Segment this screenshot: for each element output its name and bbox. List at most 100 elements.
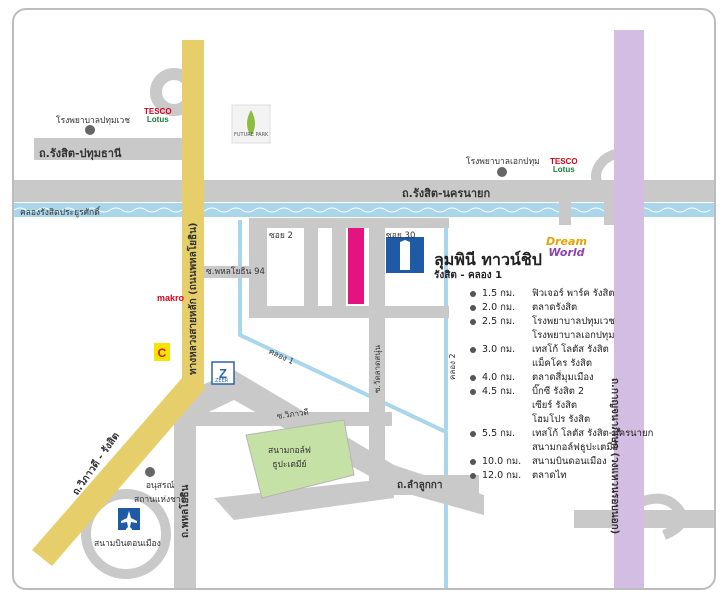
soi-2-label: ซอย 2	[269, 231, 293, 241]
monument-label: อนุสรณ์ สถานแห่งชาติ	[134, 481, 187, 505]
project-subtitle: รังสิต - คลอง 1	[434, 270, 503, 281]
distance-row: 3.0 กม. เทสโก้ โลตัส รังสิตแม็คโคร รังสิต	[470, 343, 653, 371]
canal-waves	[14, 207, 711, 213]
distance-places: เทสโก้ โลตัส รังสิตแม็คโคร รังสิต	[532, 343, 609, 371]
distance-value: 2.5 กม.	[482, 316, 516, 327]
kanchanaphisek-ring-road	[614, 30, 644, 588]
distance-place-name: ตลาดสี่มุมเมือง	[532, 372, 594, 383]
distance-place-name: โรงพยาบาลปทุมเวช	[532, 316, 615, 327]
project-logo-tower-icon	[400, 240, 410, 270]
distance-places: ฟิวเจอร์ พาร์ค รังสิต	[532, 287, 615, 301]
dream-world-logo: Dream World	[546, 236, 587, 258]
distance-place-name: โรงพยาบาลเอกปทุม	[532, 330, 615, 341]
dream-world-text-1: Dream	[546, 235, 587, 248]
bullet-icon	[470, 375, 476, 381]
distance-places: บิ๊กซี รังสิต 2 เซียร์ รังสิตโฮมโปร รังสิ…	[532, 385, 590, 427]
soi-phahon-94-road	[200, 266, 260, 278]
khlong-rangsit-label: คลองรังสิตประยูรศักดิ์	[20, 208, 100, 218]
rangsit-pathum-road	[34, 138, 199, 160]
distance-place-name: เทสโก้ โลตัส รังสิต-นครนายก	[532, 428, 654, 439]
distance-row: 1.5 กม. ฟิวเจอร์ พาร์ค รังสิต	[470, 287, 653, 301]
map-canvas: Z C	[14, 30, 714, 588]
soi-top-connector-2	[332, 218, 346, 306]
distance-places: สนามบินดอนเมือง	[532, 455, 607, 469]
distance-place-name: สนามกอล์ฟธูปะเตมีย์	[532, 442, 619, 453]
khlong-2-label: คลอง 2	[448, 353, 457, 380]
bullet-icon	[470, 389, 476, 395]
distance-value: 5.5 กม.	[482, 428, 516, 439]
hospital-pathumwet-label: โรงพยาบาลปทุมเวช	[56, 116, 131, 126]
distance-row: 12.0 กม. ตลาดไท	[470, 469, 653, 483]
distance-value: 3.0 กม.	[482, 344, 516, 355]
map-frame: Z C ถ.รังสิต-ปทุมธานี ถ.รังสิต-นครนายก ค…	[12, 8, 716, 590]
rangsit-nakhon-nayok-label: ถ.รังสิต-นครนายก	[402, 187, 491, 200]
distance-row: 5.5 กม. เทสโก้ โลตัส รังสิต-นครนายกสนามกอ…	[470, 427, 653, 455]
distance-row: 4.5 กม. บิ๊กซี รังสิต 2 เซียร์ รังสิตโฮมโป…	[470, 385, 653, 427]
monument-marker	[145, 467, 155, 477]
bullet-icon	[470, 473, 476, 479]
golf-course-area	[245, 419, 355, 499]
distance-row: 10.0 กม. สนามบินดอนเมือง	[470, 455, 653, 469]
distance-places: ตลาดรังสิต	[532, 301, 577, 315]
zeer-label: ZEER	[215, 378, 229, 384]
airport-label: สนามบินดอนเมือง	[94, 539, 161, 549]
tesco-text-west: TESCO	[144, 107, 172, 116]
distance-place-name: เซียร์ รังสิต	[532, 400, 578, 411]
bullet-icon	[470, 319, 476, 325]
distance-value: 2.0 กม.	[482, 302, 516, 313]
distance-place-name: โฮมโปร รังสิต	[532, 414, 591, 425]
bullet-icon	[470, 347, 476, 353]
hospital-ekpathum-marker	[497, 167, 507, 177]
lam-luk-ka-label: ถ.ลำลูกกา	[397, 480, 443, 491]
distance-value: 10.0 กม.	[482, 456, 522, 467]
phahonyothin-highway	[32, 40, 204, 566]
distance-value: 4.0 กม.	[482, 372, 516, 383]
lotus-text-east: Lotus	[552, 165, 575, 174]
distance-places: ตลาดสี่มุมเมือง	[532, 371, 594, 385]
distance-place-name: ตลาดไท	[532, 470, 567, 481]
lam-luk-ka-connector	[214, 478, 394, 520]
lotus-text-west: Lotus	[146, 115, 169, 124]
distance-place-name: ฟิวเจอร์ พาร์ค รังสิต	[532, 288, 615, 299]
hospital-pathumwet-marker	[85, 125, 95, 135]
distance-place-name: ตลาดรังสิต	[532, 302, 578, 313]
golf-course-label: สนามกอล์ฟ ธูปะเตมีย์	[268, 446, 311, 470]
project-lot	[348, 228, 364, 304]
soi-extra-2	[604, 200, 616, 225]
svg-text:Z: Z	[219, 366, 227, 381]
phahonyothin-road	[174, 390, 196, 588]
soi-30-label: ซอย 30	[386, 231, 416, 241]
bullet-icon	[470, 431, 476, 437]
hospital-ekpathum-label: โรงพยาบาลเอกปทุม	[466, 157, 540, 167]
soi-phahon-94-label: ซ.พหลโยธิน 94	[206, 267, 265, 277]
distance-place-name: สนามบินดอนเมือง	[532, 456, 607, 467]
makro-logo: makro	[157, 293, 185, 303]
future-park-label: FUTURE PARK	[234, 132, 269, 138]
distance-value: 4.5 กม.	[482, 386, 516, 397]
roundabout-airport	[81, 489, 171, 579]
distance-row: 4.0 กม. ตลาดสี่มุมเมือง	[470, 371, 653, 385]
bullet-icon	[470, 291, 476, 297]
tesco-lotus-logo-west: TESCO Lotus	[144, 108, 172, 124]
soi-top-connector	[304, 218, 318, 306]
distance-places: ตลาดไท	[532, 469, 567, 483]
project-name: ลุมพินี ทาวน์ชิป	[434, 250, 542, 269]
airplane-icon	[121, 511, 137, 530]
distance-place-name: แม็คโคร รังสิต	[532, 358, 593, 369]
distance-value: 12.0 กม.	[482, 470, 522, 481]
distance-places: เทสโก้ โลตัส รังสิต-นครนายกสนามกอล์ฟธูปะ…	[532, 427, 653, 455]
dream-world-text-2: World	[548, 246, 585, 259]
soi-block-road-top	[249, 218, 449, 228]
distance-place-name: บิ๊กซี รังสิต 2	[532, 386, 585, 397]
distance-row: 2.5 กม. โรงพยาบาลปทุมเวชโรงพยาบาลเอกปทุม	[470, 315, 653, 343]
zeer-logo	[211, 361, 235, 385]
soi-block-road-bottom	[249, 306, 449, 318]
tesco-lotus-logo-east: TESCO Lotus	[550, 158, 578, 174]
bullet-icon	[470, 459, 476, 465]
bigc-logo	[154, 343, 170, 361]
distance-value: 1.5 กม.	[482, 288, 516, 299]
svg-text:C: C	[158, 346, 167, 360]
distance-list: 1.5 กม. ฟิวเจอร์ พาร์ค รังสิต 2.0 กม. ตลาดร…	[470, 287, 653, 483]
distance-places: โรงพยาบาลปทุมเวชโรงพยาบาลเอกปทุม	[532, 315, 615, 343]
future-park-leaf-icon	[247, 110, 255, 136]
